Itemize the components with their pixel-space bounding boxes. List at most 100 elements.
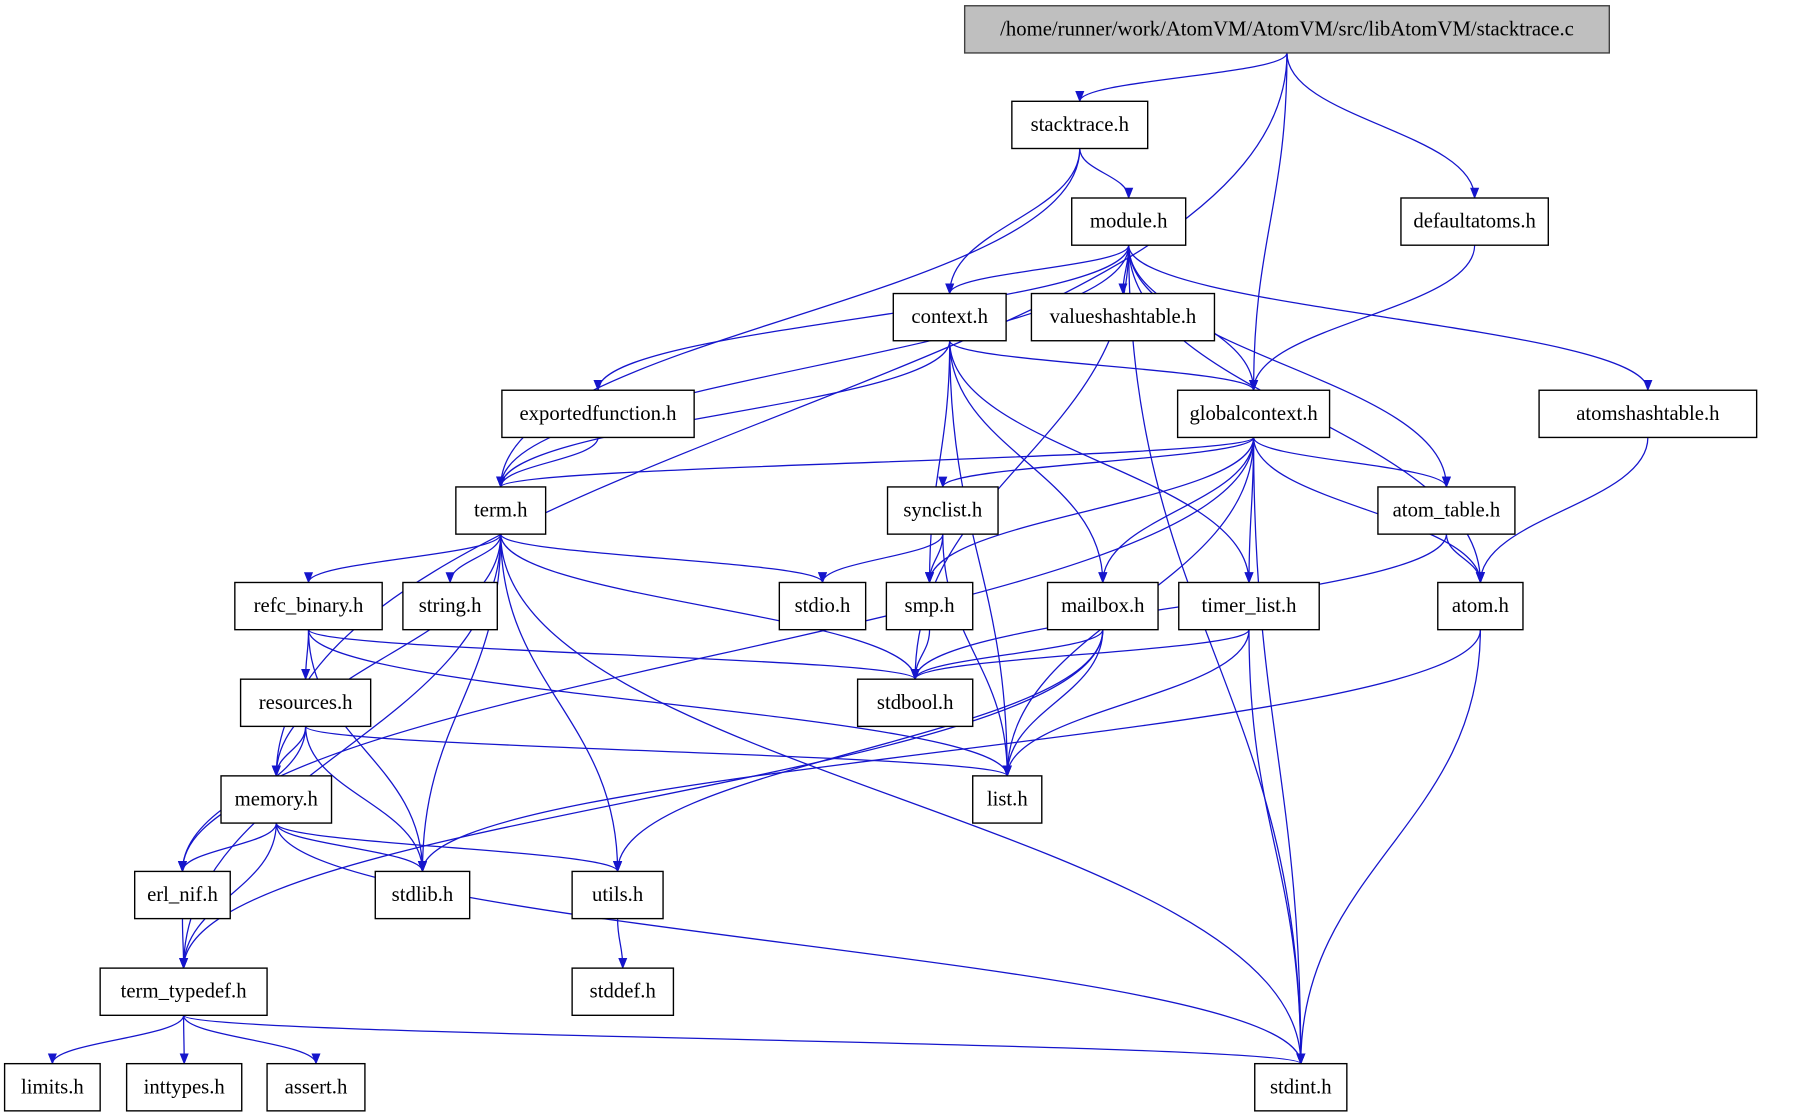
node-label: erl_nif.h [147,884,218,906]
node-assert-h[interactable]: assert.h [266,1062,366,1112]
edge-context_h-to-term_h [496,340,951,489]
node-limits-h[interactable]: limits.h [3,1062,101,1112]
node-stdio-h[interactable]: stdio.h [778,581,867,631]
node-memory-h[interactable]: memory.h [220,775,333,824]
edge-atom_h-to-stdint_h [1296,629,1482,1065]
node-label: stdio.h [795,595,851,617]
edge-memory_h-to-utils_h [275,822,622,873]
node-box [856,678,974,728]
node-stdint-h[interactable]: stdint.h [1254,1062,1348,1112]
node-synclist-h[interactable]: synclist.h [886,486,999,535]
edge-refc_binary_h-to-list_h [307,629,1012,778]
node-label: assert.h [285,1076,348,1098]
edge-term_h-to-refc_binary_h [304,533,502,584]
node-label: list.h [987,788,1029,810]
edge-globalcontext_h-to-atom_table_h [1252,437,1451,489]
node-box [1437,581,1524,631]
node-label: utils.h [592,884,644,906]
node-exportedfunction-h[interactable]: exportedfunction.h [501,389,695,439]
node-label: defaultatoms.h [1413,211,1536,233]
edge-module_h-to-context_h [945,244,1130,295]
edge-mailbox_h-to-list_h [1002,629,1104,778]
edge-term_h-to-stdbool_h [500,534,920,681]
node-context-h[interactable]: context.h [892,292,1007,342]
node-atomshashtable-h[interactable]: atomshashtable.h [1538,389,1758,439]
node-box [99,967,268,1017]
node-mailbox-h[interactable]: mailbox.h [1046,581,1159,631]
node-box [1377,486,1516,535]
node-erl-nif-h[interactable]: erl_nif.h [133,870,231,920]
edge-refc_binary_h-to-stdlib_h [307,629,428,873]
edge-stacktrace_c-to-stacktrace_h [1075,52,1288,103]
node-resources-h[interactable]: resources.h [239,678,372,728]
edge-globalcontext_h-to-mailbox_h [1098,437,1255,584]
node-box [1178,581,1320,631]
node-box [3,1062,101,1112]
edge-term_h-to-string_h [445,534,502,584]
node-defaultatoms-h[interactable]: defaultatoms.h [1400,197,1549,246]
edge-stacktrace_c-to-defaultatoms_h [1286,52,1480,200]
node-box [1046,581,1159,631]
node-stacktrace-c[interactable]: /home/runner/work/AtomVM/AtomVM/src/libA… [963,5,1610,54]
edge-context_h-to-globalcontext_h [949,340,1259,392]
node-box [1254,1062,1348,1112]
node-box [501,389,695,439]
node-refc-binary-h[interactable]: refc_binary.h [234,581,383,631]
node-label: term_typedef.h [121,981,248,1003]
node-list-h[interactable]: list.h [972,775,1043,824]
node-stddef-h[interactable]: stddef.h [571,967,675,1017]
edge-timer_list_h-to-stdint_h [1248,629,1306,1065]
node-box [1538,389,1758,439]
node-box [266,1062,366,1112]
node-string-h[interactable]: string.h [402,581,498,631]
node-box [1176,389,1331,439]
edge-atomshashtable_h-to-atom_h [1475,437,1649,584]
edge-globalcontext_h-to-synclist_h [938,437,1255,489]
node-box [402,581,498,631]
edge-resources_h-to-stdlib_h [304,726,428,873]
edge-module_h-to-exportedfunction_h [593,245,1130,392]
edge-resources_h-to-list_h [304,725,1012,778]
edge-term_h-to-stdio_h [500,533,827,584]
node-box [1030,292,1216,342]
node-stdbool-h[interactable]: stdbool.h [856,678,974,728]
node-box [571,967,675,1017]
node-term-typedef-h[interactable]: term_typedef.h [99,967,268,1017]
node-box [220,775,333,824]
node-atom-h[interactable]: atom.h [1437,581,1524,631]
edge-atom_table_h-to-atom_h [1445,534,1485,584]
edge-memory_h-to-stdlib_h [275,822,427,873]
edge-memory_h-to-erl_nif_h [177,822,277,873]
node-box [125,1062,243,1112]
node-atom-table-h[interactable]: atom_table.h [1377,486,1516,535]
edge-module_h-to-atomshashtable_h [1128,245,1653,392]
node-module-h[interactable]: module.h [1071,197,1187,246]
node-label: atom.h [1452,595,1510,617]
node-label: term.h [474,500,528,522]
edge-context_h-to-list_h [949,340,1012,778]
edge-mailbox_h-to-utils_h [613,629,1104,873]
node-box [133,870,231,920]
edge-stacktrace_c-to-memory_h [271,52,1288,778]
node-timer-list-h[interactable]: timer_list.h [1178,581,1320,631]
nodes-layer: /home/runner/work/AtomVM/AtomVM/src/libA… [3,5,1758,1112]
edge-term_typedef_h-to-assert_h [182,1015,321,1065]
node-box [234,581,383,631]
node-stacktrace-h[interactable]: stacktrace.h [1011,100,1149,150]
node-box [972,775,1043,824]
node-stdlib-h[interactable]: stdlib.h [374,870,471,920]
node-label: stdint.h [1270,1076,1332,1098]
node-smp-h[interactable]: smp.h [885,581,974,631]
edge-context_h-to-mailbox_h [949,340,1108,584]
node-globalcontext-h[interactable]: globalcontext.h [1176,389,1331,439]
node-inttypes-h[interactable]: inttypes.h [125,1062,243,1112]
edge-utils_h-to-stddef_h [616,918,628,970]
node-utils-h[interactable]: utils.h [571,870,664,920]
node-term-h[interactable]: term.h [455,486,547,535]
edge-stacktrace_c-to-globalcontext_h [1249,52,1288,392]
node-box [455,486,547,535]
edge-term_typedef_h-to-inttypes_h [179,1015,189,1065]
edge-term_h-to-utils_h [500,534,623,873]
node-valueshashtable-h[interactable]: valueshashtable.h [1030,292,1216,342]
node-label: exportedfunction.h [519,403,677,425]
